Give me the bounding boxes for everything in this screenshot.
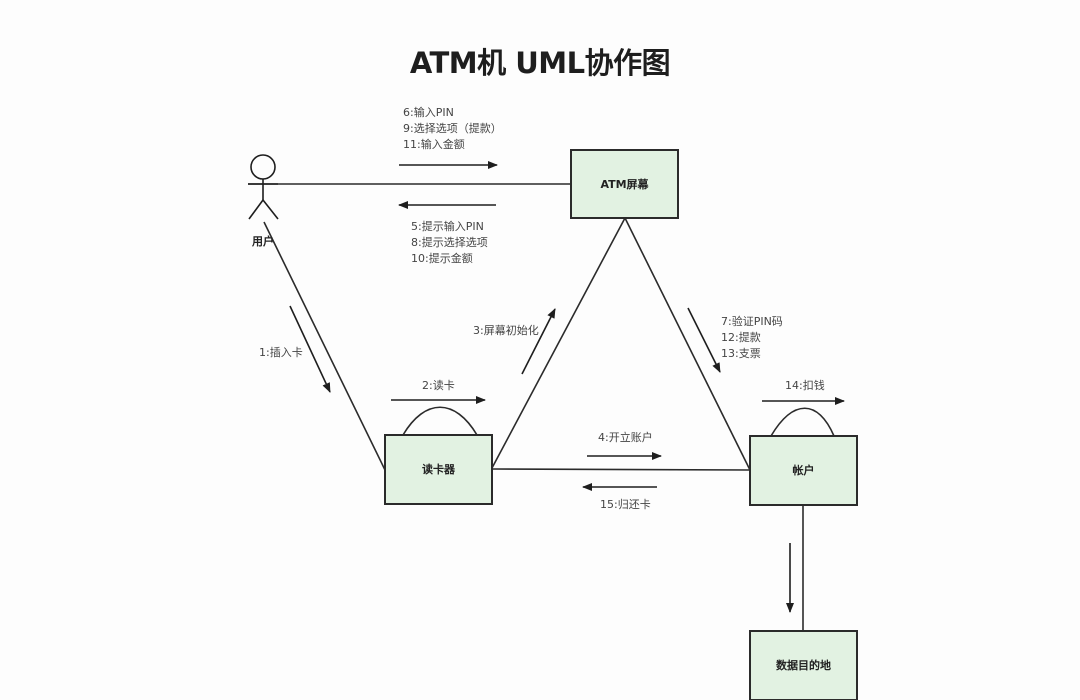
message-label-open-account: 4:开立账户	[598, 430, 653, 444]
arrow-screen-to-account	[687, 307, 721, 373]
message-label: 10:提示金额	[411, 251, 473, 265]
node-data-destination-box	[749, 630, 858, 700]
message-label: 9:选择选项（提款）	[403, 121, 502, 135]
messages-screen-to-user: 5:提示输入PIN 8:提示选择选项 10:提示金额	[411, 219, 488, 265]
node-account[interactable]: 帐户	[749, 435, 858, 506]
node-card-reader-box	[384, 434, 493, 505]
message-label-insert-card: 1:插入卡	[259, 345, 303, 359]
self-link-reader	[402, 406, 478, 436]
arrow-user-to-reader	[289, 305, 331, 393]
node-card-reader[interactable]: 读卡器	[384, 434, 493, 505]
link-user-reader	[263, 221, 386, 471]
node-account-box	[749, 435, 858, 506]
link-reader-screen	[491, 217, 626, 469]
node-data-destination[interactable]: 数据目的地	[749, 630, 858, 700]
link-reader-account	[491, 468, 751, 471]
message-label: 6:输入PIN	[403, 105, 454, 119]
node-atm-screen-box	[570, 149, 679, 219]
message-label: 7:验证PIN码	[721, 314, 783, 328]
message-label-deduct: 14:扣钱	[785, 378, 825, 392]
message-label-return-card: 15:归还卡	[600, 497, 651, 511]
actor-head-icon	[250, 154, 276, 180]
arrow-reader-to-screen	[521, 308, 556, 375]
node-card-reader-label: 读卡器	[422, 462, 456, 476]
message-label: 11:输入金额	[403, 137, 465, 151]
actor-label: 用户	[252, 234, 274, 248]
node-data-destination-label: 数据目的地	[776, 658, 831, 672]
actor-right-leg	[262, 199, 279, 220]
message-label: 8:提示选择选项	[411, 235, 488, 249]
actor-user[interactable]: 用户	[248, 154, 279, 248]
messages-user-to-screen: 6:输入PIN 9:选择选项（提款） 11:输入金额	[403, 105, 502, 151]
message-label: 13:支票	[721, 347, 761, 360]
message-label: 12:提款	[721, 330, 761, 344]
link-screen-account	[624, 217, 751, 471]
node-atm-screen[interactable]: ATM屏幕	[570, 149, 679, 219]
self-link-account	[770, 407, 835, 437]
node-account-label: 帐户	[793, 463, 815, 477]
node-atm-screen-label: ATM屏幕	[600, 177, 649, 191]
actor-left-leg	[248, 199, 264, 220]
message-label-read-card: 2:读卡	[422, 378, 455, 392]
message-label-screen-init: 3:屏幕初始化	[473, 323, 539, 337]
message-label: 5:提示输入PIN	[411, 219, 484, 233]
diagram-title: ATM机 UML协作图	[409, 46, 671, 80]
messages-screen-to-account: 7:验证PIN码 12:提款 13:支票	[721, 314, 783, 360]
